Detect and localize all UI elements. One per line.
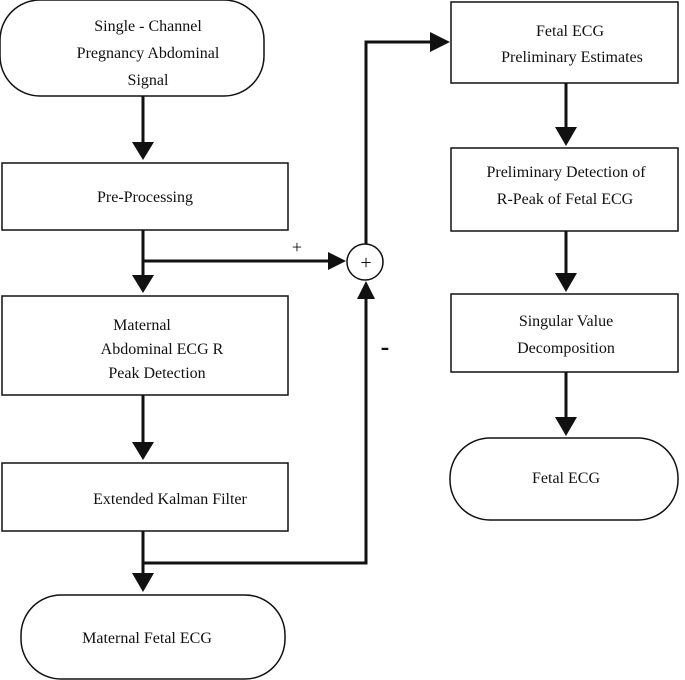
arrow-kalman-to-junction (143, 281, 375, 565)
node-maternal-output: Maternal Fetal ECG (20, 594, 286, 680)
node-fetal-r-peak-line-2: R-Peak of Fetal ECG (497, 191, 634, 208)
node-pre-processing-label: Pre-Processing (97, 189, 193, 206)
arrow-rpeak-to-kalman (132, 395, 154, 460)
node-input-signal-line-1: Single - Channel (94, 18, 202, 35)
arrow-svd-to-fetal-output (555, 372, 577, 436)
node-input-signal-line-2: Pregnancy Abdominal (77, 45, 220, 62)
node-input-signal: Single - Channel Pregnancy Abdominal Sig… (0, 0, 265, 97)
node-fetal-r-peak: Preliminary Detection of R-Peak of Fetal… (450, 147, 679, 232)
node-fetal-preliminary: Fetal ECG Preliminary Estimates (450, 1, 679, 84)
arrow-preprocessing-to-junction (143, 252, 346, 270)
node-r-peak-detection-line-3: Peak Detection (108, 365, 205, 382)
node-svd-line-1: Singular Value (519, 313, 613, 330)
node-pre-processing: Pre-Processing (1, 162, 289, 231)
node-fetal-output: Fetal ECG (449, 437, 679, 521)
node-fetal-preliminary-line-2: Preliminary Estimates (501, 49, 643, 66)
minus-sign-label: - (381, 332, 390, 361)
node-kalman-filter: Extended Kalman Filter (1, 462, 289, 532)
arrow-input-to-preprocessing (132, 96, 154, 160)
node-r-peak-detection-line-2: Abdominal ECG R (101, 341, 224, 358)
summing-junction: + (346, 243, 384, 281)
arrow-preprocessing-to-rpeak (132, 230, 154, 293)
node-r-peak-detection: Maternal Abdominal ECG R Peak Detection (1, 295, 289, 396)
node-kalman-filter-label: Extended Kalman Filter (93, 491, 247, 508)
plus-sign-label: + (292, 237, 302, 257)
node-svd: Singular Value Decomposition (450, 293, 679, 373)
node-svd-line-2: Decomposition (517, 340, 615, 357)
node-fetal-r-peak-line-1: Preliminary Detection of (486, 164, 646, 181)
arrow-fetal-preliminary-to-r-peak (555, 83, 577, 146)
node-input-signal-line-3: Signal (128, 72, 169, 89)
node-r-peak-detection-line-1: Maternal (113, 317, 171, 334)
summing-junction-symbol: + (360, 252, 371, 274)
arrow-kalman-to-maternal-output (132, 531, 154, 592)
arrow-fetal-r-peak-to-svd (555, 231, 577, 292)
node-maternal-output-label: Maternal Fetal ECG (82, 630, 212, 647)
node-fetal-output-label: Fetal ECG (532, 470, 600, 487)
node-fetal-preliminary-line-1: Fetal ECG (536, 23, 604, 40)
arrow-junction-to-fetal-preliminary (364, 32, 450, 244)
